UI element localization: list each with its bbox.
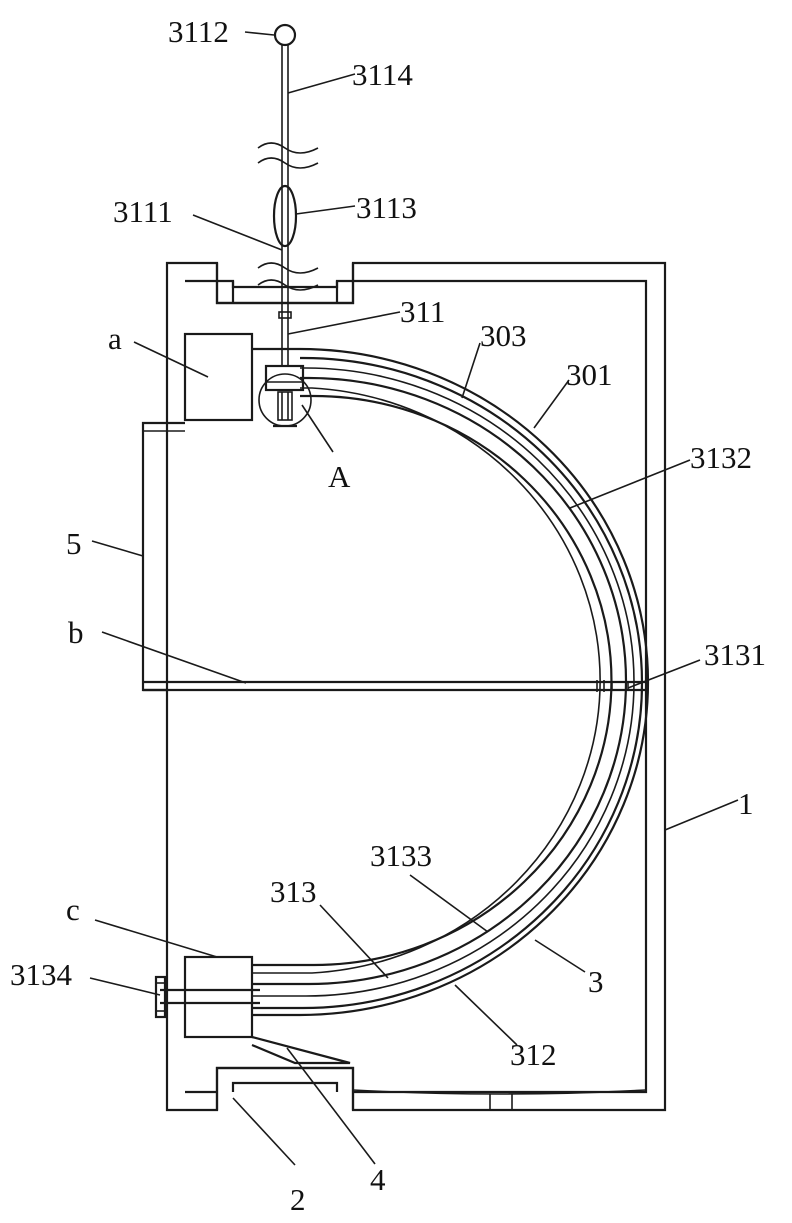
label-2: 2 [290,1182,306,1217]
label-1: 1 [738,786,754,821]
rod-collar [279,312,291,318]
label-3113: 3113 [356,190,417,225]
label-3: 3 [588,964,604,999]
label-3114: 3114 [352,57,413,92]
screw-body [278,392,292,420]
label-3134: 3134 [10,957,73,992]
housing-inner [185,281,646,1092]
label-A: A [328,459,351,494]
label-3133: 3133 [370,838,432,873]
knob-3112 [275,25,295,45]
label-311: 311 [400,294,445,329]
label-5: 5 [66,526,82,561]
ellipse-3113 [274,186,296,246]
label-b: b [68,615,84,650]
label-c: c [66,892,80,927]
label-4: 4 [370,1162,386,1197]
label-312: 312 [510,1037,557,1072]
top-notch [217,263,353,303]
label-3132: 3132 [690,440,752,475]
wedge-4 [252,1037,350,1063]
label-a: a [108,321,122,356]
label-303: 303 [480,318,527,353]
block-c [185,957,252,1037]
label-3131: 3131 [704,637,766,672]
side-panel-5 [143,423,185,690]
label-3112: 3112 [168,14,229,49]
block-a [185,334,252,420]
label-301: 301 [566,357,613,392]
label-313: 313 [270,874,317,909]
label-3111: 3111 [113,194,173,229]
